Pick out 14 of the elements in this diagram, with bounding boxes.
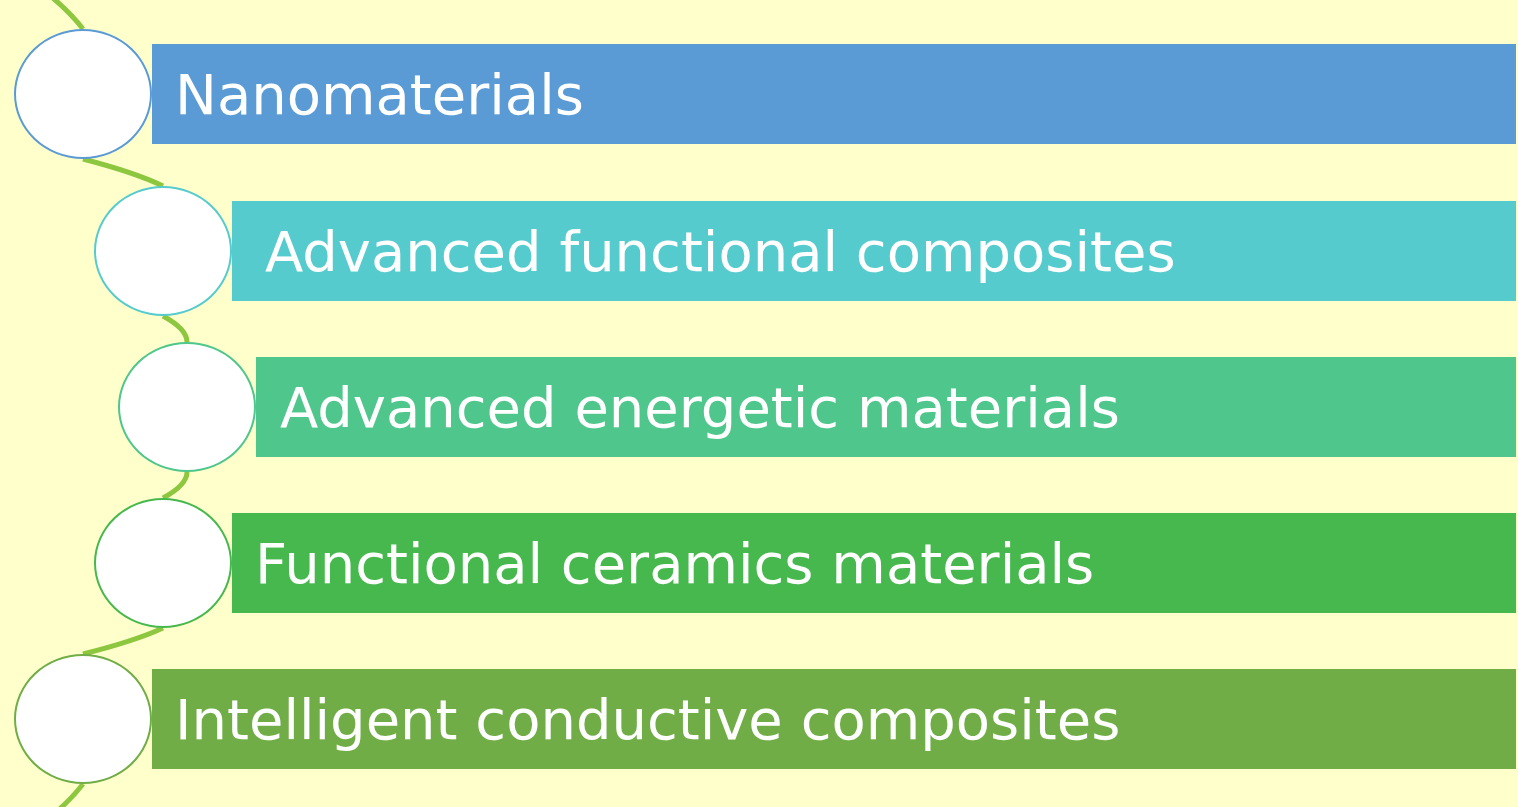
list-bar (232, 513, 1516, 613)
item-label: Advanced functional composites (265, 218, 1176, 284)
list-bar (232, 201, 1516, 301)
item-label: Advanced energetic materials (280, 374, 1120, 440)
curved-connector (82, 156, 165, 189)
list-bar (152, 669, 1516, 769)
list-bar (152, 44, 1516, 144)
curved-connector (161, 313, 190, 343)
curved-connector (161, 471, 190, 501)
item-label: Intelligent conductive composites (175, 686, 1121, 752)
curved-connector (82, 625, 165, 657)
item-label: Nanomaterials (175, 61, 584, 127)
list-bar (256, 357, 1516, 457)
item-label: Functional ceramics materials (255, 530, 1095, 596)
